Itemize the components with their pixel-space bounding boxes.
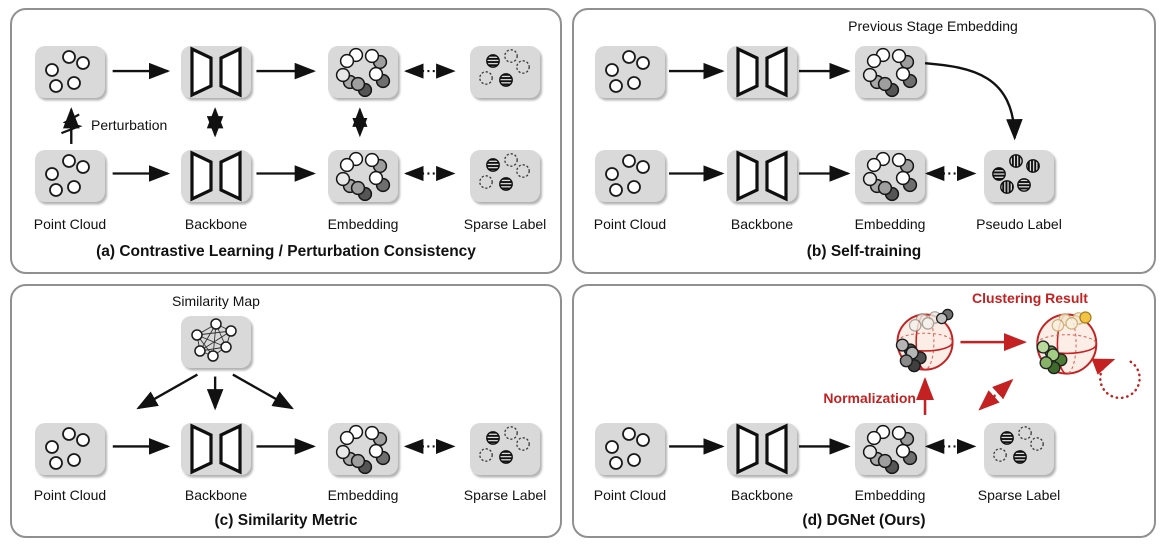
- perturbation-zigzag-icon: [61, 113, 83, 135]
- module-embedding: [855, 46, 925, 98]
- module-label-point-cloud: Point Cloud: [593, 216, 667, 232]
- normalized-sphere-icon: [895, 308, 954, 373]
- module-label-backbone: Backbone: [184, 216, 248, 232]
- module-sparse-label: [984, 423, 1054, 475]
- point-cloud-icon: [595, 150, 665, 202]
- backbone-icon: [181, 150, 251, 202]
- panel-b: Previous Stage Embedding Point Cloud Bac…: [572, 8, 1156, 274]
- backbone-icon: [181, 46, 251, 98]
- module-embedding: [855, 150, 925, 202]
- pseudo-label-icon: [984, 150, 1054, 202]
- module-point-cloud: [595, 150, 665, 202]
- module-embedding: [855, 423, 925, 475]
- clustering-sphere-icon: [1036, 311, 1098, 375]
- sparse-label-icon: [470, 46, 540, 98]
- previous-stage-curved-arrow: [924, 62, 1023, 141]
- module-label-backbone: Backbone: [184, 487, 248, 503]
- module-point-cloud: [35, 423, 105, 475]
- panel-a-caption: (a) Contrastive Learning / Perturbation …: [96, 243, 476, 260]
- module-point-cloud: [595, 46, 665, 98]
- module-embedding: [328, 46, 398, 98]
- module-embedding: [328, 150, 398, 202]
- module-embedding: [328, 423, 398, 475]
- sparse-label-icon: [470, 150, 540, 202]
- module-label-sparse-label: Sparse Label: [463, 216, 547, 232]
- panel-d-graphics: [669, 308, 1141, 455]
- module-sparse-label: [470, 46, 540, 98]
- perturbation-annotation: Perturbation: [91, 117, 168, 133]
- panel-d: Clustering Result Normalization Point Cl…: [572, 284, 1156, 538]
- module-backbone: [727, 150, 797, 202]
- module-sparse-label: [470, 423, 540, 475]
- module-label-embedding: Embedding: [854, 216, 926, 232]
- module-point-cloud: [595, 423, 665, 475]
- module-backbone: [181, 423, 251, 475]
- iteration-loop-arrow: [1091, 358, 1141, 400]
- module-backbone: [727, 46, 797, 98]
- embedding-icon: [855, 423, 925, 475]
- panel-a-arrows: [61, 62, 456, 182]
- point-cloud-icon: [35, 423, 105, 475]
- backbone-icon: [727, 423, 797, 475]
- sparse-label-icon: [984, 423, 1054, 475]
- backbone-icon: [727, 150, 797, 202]
- module-label-backbone: Backbone: [730, 487, 794, 503]
- embedding-icon: [328, 46, 398, 98]
- module-backbone: [181, 150, 251, 202]
- point-cloud-icon: [35, 46, 105, 98]
- module-label-sparse-label: Sparse Label: [463, 487, 547, 503]
- module-label-point-cloud: Point Cloud: [593, 487, 667, 503]
- panel-d-caption: (d) DGNet (Ours): [802, 512, 926, 529]
- module-label-pseudo-label: Pseudo Label: [976, 216, 1062, 232]
- module-label-embedding: Embedding: [327, 487, 399, 503]
- backbone-icon: [181, 423, 251, 475]
- similarity-map-annotation: Similarity Map: [172, 293, 260, 309]
- embedding-icon: [328, 423, 398, 475]
- sparse-label-icon: [470, 423, 540, 475]
- point-cloud-icon: [35, 150, 105, 202]
- similarity-map-icon: [181, 316, 251, 368]
- module-label-point-cloud: Point Cloud: [33, 216, 107, 232]
- panel-a: Perturbation Point Cloud Backbone Embedd…: [10, 8, 562, 274]
- module-label-embedding: Embedding: [854, 487, 926, 503]
- normalization-annotation: Normalization: [823, 390, 916, 406]
- clustering-result-annotation: Clustering Result: [972, 290, 1088, 306]
- module-similarity-map: [181, 316, 251, 368]
- module-backbone: [727, 423, 797, 475]
- embedding-icon: [855, 46, 925, 98]
- backbone-icon: [727, 46, 797, 98]
- module-sparse-label: [470, 150, 540, 202]
- previous-stage-annotation: Previous Stage Embedding: [848, 18, 1018, 34]
- module-label-point-cloud: Point Cloud: [33, 487, 107, 503]
- panel-b-caption: (b) Self-training: [806, 243, 922, 260]
- module-label-embedding: Embedding: [327, 216, 399, 232]
- module-pseudo-label: [984, 150, 1054, 202]
- module-point-cloud: [35, 150, 105, 202]
- panel-b-arrows: [668, 62, 1023, 182]
- panel-c-caption: (c) Similarity Metric: [214, 512, 358, 529]
- panel-c-arrows: [112, 373, 456, 455]
- module-point-cloud: [35, 46, 105, 98]
- point-cloud-icon: [595, 46, 665, 98]
- point-cloud-icon: [595, 423, 665, 475]
- supervision-dashed-arrow: [978, 378, 1014, 411]
- module-label-sparse-label: Sparse Label: [977, 487, 1061, 503]
- module-backbone: [181, 46, 251, 98]
- embedding-icon: [328, 150, 398, 202]
- embedding-icon: [855, 150, 925, 202]
- module-label-backbone: Backbone: [730, 216, 794, 232]
- panel-c: Similarity Map Point Cloud Backbone Embe…: [10, 284, 562, 538]
- yellow-point-icon: [1079, 311, 1092, 324]
